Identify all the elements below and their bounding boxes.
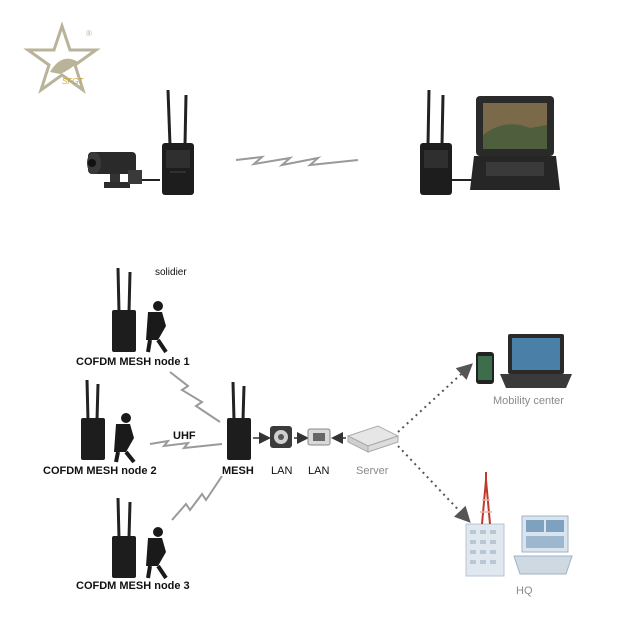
soldier-silhouette-3 — [146, 527, 168, 580]
soldier-silhouette-1 — [146, 301, 168, 354]
mesh-node-2-radio — [81, 379, 105, 460]
label-hq: HQ — [516, 585, 533, 597]
wireless-link-top — [235, 155, 359, 167]
soldier-silhouette-2 — [114, 413, 136, 464]
label-server: Server — [356, 465, 389, 477]
label-mesh-node-2: COFDM MESH node 2 — [43, 465, 157, 477]
label-lan-port: LAN — [308, 465, 330, 477]
server-icon — [346, 425, 400, 453]
hq-building-icon — [465, 523, 505, 577]
brand-logo: ® SFGT — [23, 21, 101, 94]
registered-mark: ® — [86, 29, 92, 38]
label-uhf: UHF — [173, 430, 196, 442]
link-server-to-hq — [397, 445, 471, 523]
ip-camera — [87, 152, 142, 188]
label-mesh-node-3: COFDM MESH node 3 — [76, 580, 190, 592]
radio-transmitter-top-left — [162, 89, 194, 195]
label-lan-connector: LAN — [271, 465, 293, 477]
label-mesh-node-1: COFDM MESH node 1 — [76, 356, 190, 368]
label-mesh-gateway: MESH — [222, 465, 254, 477]
mesh-gateway-radio — [227, 381, 251, 460]
logo-text: SFGT — [62, 77, 84, 86]
radio-receiver-top-right — [420, 89, 452, 195]
ethernet-port-icon — [307, 428, 331, 446]
wireless-link-node2 — [149, 439, 223, 450]
label-soldier: solidier — [155, 267, 187, 278]
link-server-to-mobility — [397, 363, 473, 433]
antenna-tower-icon — [480, 472, 492, 525]
mesh-node-1-radio — [112, 267, 136, 352]
laptop-icon — [500, 334, 572, 388]
wireless-link-node1 — [169, 371, 221, 423]
smartphone-icon — [476, 352, 494, 384]
lan-connector-icon — [270, 426, 292, 448]
wireless-link-node3 — [171, 475, 223, 521]
rugged-laptop — [470, 96, 560, 190]
control-room-icon — [513, 515, 573, 575]
label-mobility-center: Mobility center — [493, 395, 564, 407]
mesh-node-3-radio — [112, 497, 136, 578]
